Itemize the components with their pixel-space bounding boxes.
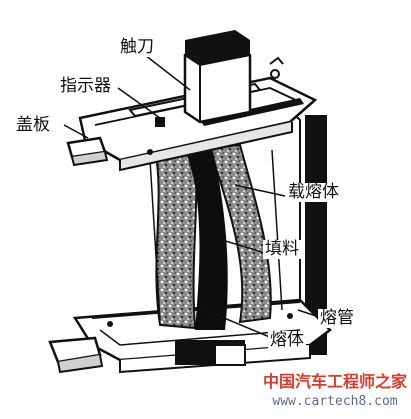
bottom-plate xyxy=(48,298,332,374)
leader-lines xyxy=(63,54,317,339)
label-fuse-element: 熔体 xyxy=(268,330,306,350)
tube-rear-wall xyxy=(305,115,327,355)
filler-element xyxy=(149,143,283,330)
label-indicator: 指示器 xyxy=(58,76,113,96)
watermark-url: www.cartech8.com xyxy=(272,394,398,409)
label-knife-contact: 触刀 xyxy=(118,37,156,57)
label-fuse-tube: 熔管 xyxy=(318,308,356,328)
label-fuse-carrier: 载熔体 xyxy=(286,182,341,202)
knife-contact xyxy=(183,30,252,124)
watermark-cn: 中国汽车工程师之家 xyxy=(262,372,407,391)
label-cover-plate: 盖板 xyxy=(14,115,52,135)
watermark: 中国汽车工程师之家 www.cartech8.com xyxy=(260,368,410,409)
label-filler: 填料 xyxy=(263,239,301,259)
